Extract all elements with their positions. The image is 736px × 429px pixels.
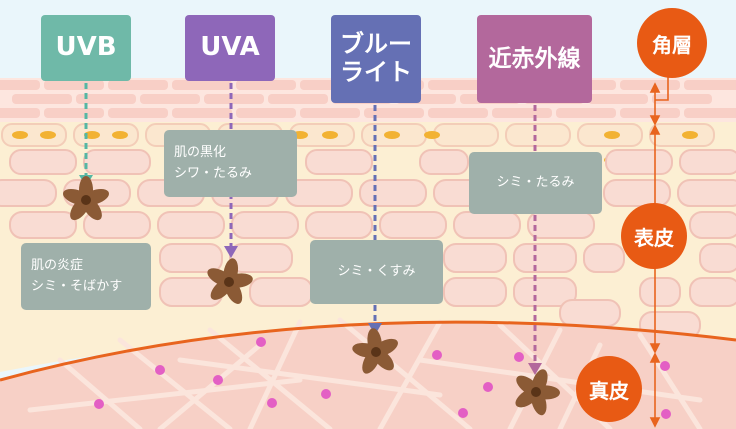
epidermis-badge: 表皮 — [621, 203, 687, 269]
dermis-layer — [0, 317, 736, 429]
blue-light-label-line-2: ライト — [340, 58, 412, 86]
uvb-effect-line-1: 肌の炎症 — [31, 258, 84, 274]
uva-effect-box: 肌の黒化 シワ・たるみ — [164, 130, 297, 197]
blue-light-label-box: ブルー ライト — [331, 15, 421, 103]
uva-label: UVA — [200, 32, 260, 63]
melanocyte-uvb — [63, 176, 109, 221]
near-infrared-effect-line-1: シミ・たるみ — [496, 174, 575, 190]
dermis-badge: 真皮 — [576, 356, 642, 422]
uvb-label: UVB — [55, 32, 117, 63]
uva-effect-line-2: シワ・たるみ — [174, 165, 253, 181]
near-infrared-label-box: 近赤外線 — [477, 15, 592, 103]
stratum-corneum-badge: 角層 — [637, 8, 707, 78]
near-infrared-penetration-arrow — [528, 105, 542, 375]
uvb-effect-box: 肌の炎症 シミ・そばかす — [21, 243, 151, 310]
blue-light-effect-line-1: シミ・くすみ — [337, 263, 416, 279]
melanocyte-uva — [207, 258, 253, 304]
uvb-label-box: UVB — [41, 15, 131, 81]
uvb-effect-line-2: シミ・そばかす — [31, 278, 123, 294]
melanocyte-blue-light — [352, 328, 398, 374]
uva-effect-line-1: 肌の黒化 — [174, 145, 227, 161]
blue-light-effect-box: シミ・くすみ — [310, 240, 443, 304]
near-infrared-effect-box: シミ・たるみ — [469, 152, 602, 214]
layer-range-markers — [649, 76, 669, 428]
near-infrared-label: 近赤外線 — [488, 45, 581, 72]
blue-light-label-line-1: ブルー — [340, 30, 412, 59]
uva-label-box: UVA — [185, 15, 275, 81]
melanocyte-near-infrared — [515, 369, 560, 416]
